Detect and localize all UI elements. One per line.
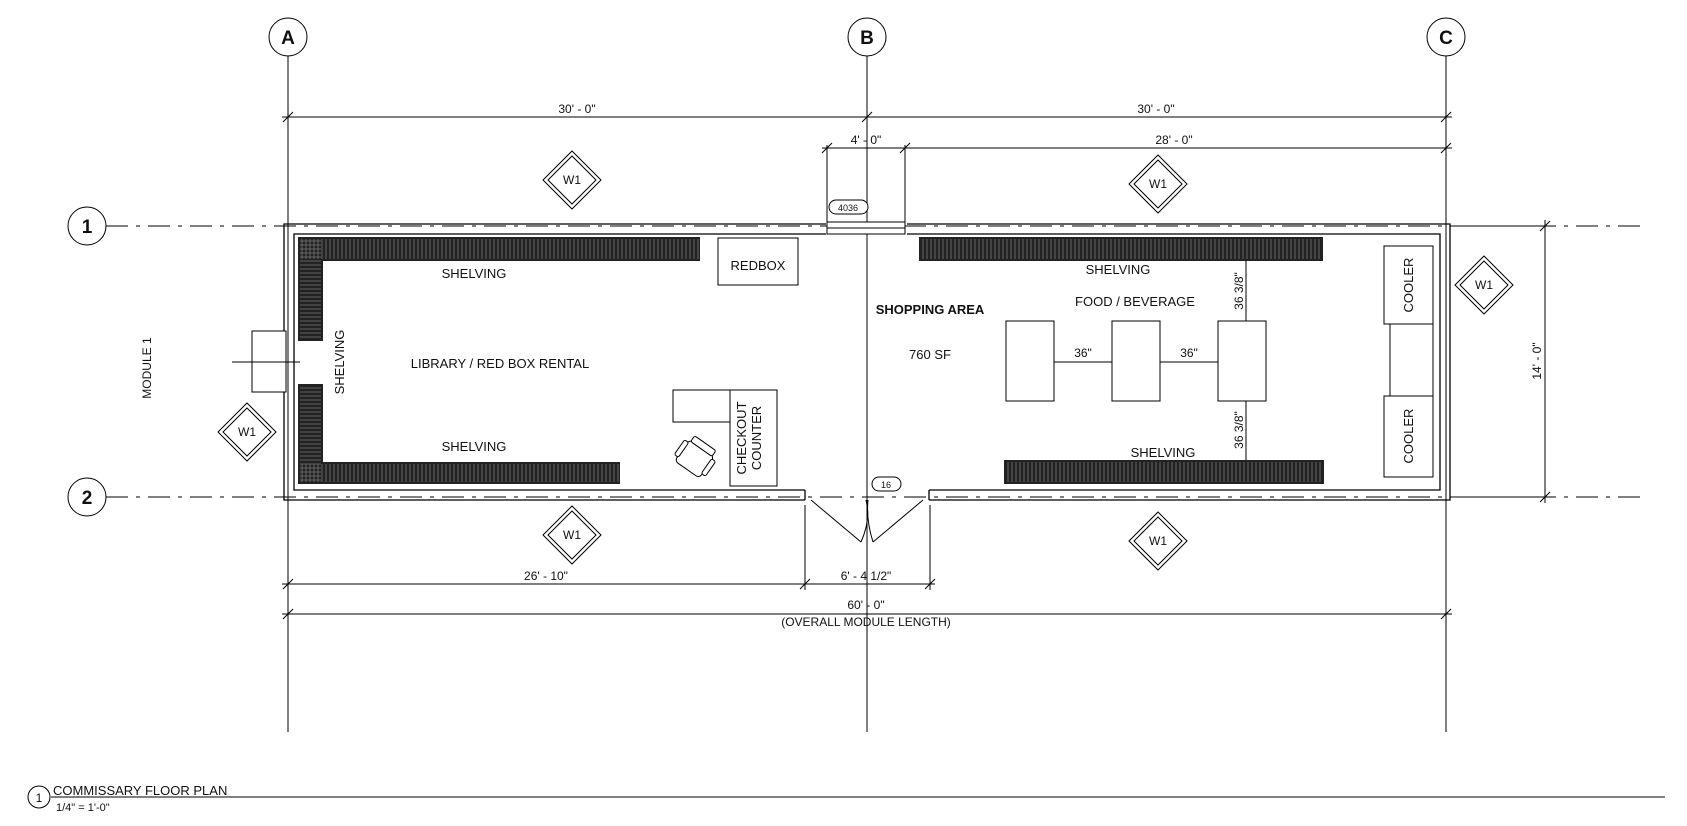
- svg-text:COUNTER: COUNTER: [749, 406, 764, 470]
- dim-bottom-left: 26' - 10": [524, 569, 568, 583]
- aisle-dimension-2: 36": [1160, 346, 1218, 363]
- cooler-lower: COOLER: [1383, 395, 1434, 478]
- svg-text:36 3/8": 36 3/8": [1232, 411, 1246, 449]
- svg-text:36": 36": [1180, 346, 1198, 360]
- svg-text:B: B: [860, 28, 874, 49]
- grid-bubble-1: 1: [67, 206, 107, 246]
- redbox-kiosk: REDBOX: [717, 237, 799, 286]
- room-label-library: LIBRARY / RED BOX RENTAL: [411, 356, 589, 371]
- svg-text:16: 16: [881, 480, 891, 490]
- grid-bubble-a: A: [268, 17, 308, 57]
- svg-text:CHECKOUT: CHECKOUT: [734, 401, 749, 474]
- shelving-top-left: [298, 237, 700, 261]
- dim-top-left: 30' - 0": [558, 102, 595, 116]
- svg-text:COOLER: COOLER: [1401, 258, 1416, 313]
- svg-text:4036: 4036: [838, 203, 858, 213]
- dim-door-bottom: 6' - 4 1/2": [841, 569, 892, 583]
- window-tag-bottom-left: W1: [542, 505, 602, 565]
- svg-text:1: 1: [82, 217, 93, 238]
- shelving-group: [298, 237, 1324, 484]
- title-block: 1 COMMISSARY FLOOR PLAN 1/4" = 1'-0": [27, 783, 1665, 814]
- dim-overall: 60' - 0": [847, 598, 884, 612]
- shelving-label-left: SHELVING: [332, 330, 347, 395]
- shelving-top-right: [919, 237, 1323, 261]
- svg-text:W1: W1: [1475, 278, 1493, 292]
- shelving-label-bottom-right: SHELVING: [1131, 445, 1196, 460]
- dimension-bottom-segments: 26' - 10" 6' - 4 1/2": [282, 505, 936, 590]
- title-text: COMMISSARY FLOOR PLAN: [53, 783, 227, 798]
- title-number: 1: [36, 791, 43, 805]
- window-tag-left: W1: [217, 402, 277, 462]
- left-side-opening: [232, 330, 300, 393]
- svg-text:2: 2: [82, 488, 93, 509]
- dimension-top-overall: 30' - 0" 30' - 0": [282, 102, 1452, 123]
- display-gondola-2: [1111, 320, 1161, 402]
- room-area: 760 SF: [909, 347, 951, 362]
- grid-bubble-b: B: [847, 17, 887, 57]
- window-tag-top-left: W1: [542, 150, 602, 210]
- checkout-counter: CHECKOUT COUNTER: [672, 389, 778, 487]
- window-tag-top-right: W1: [1128, 154, 1188, 214]
- module-label: MODULE 1: [140, 337, 154, 399]
- cooler-upper: COOLER: [1383, 245, 1434, 325]
- svg-text:C: C: [1439, 28, 1453, 49]
- window-tag-right: W1: [1454, 255, 1514, 315]
- svg-text:W1: W1: [1149, 177, 1167, 191]
- aisle-dimension-1: 36": [1054, 346, 1112, 363]
- svg-text:W1: W1: [238, 425, 256, 439]
- chair-icon: [674, 436, 716, 478]
- top-door: [826, 221, 906, 235]
- dimension-height: 14' - 0": [1452, 220, 1552, 503]
- clearance-dimension-upper: 36 3/8": [1232, 261, 1247, 321]
- svg-text:W1: W1: [563, 173, 581, 187]
- display-gondola-1: [1005, 320, 1055, 402]
- shelving-label-top-left: SHELVING: [442, 266, 507, 281]
- svg-text:COOLER: COOLER: [1401, 409, 1416, 464]
- room-label-shopping: SHOPPING AREA: [876, 302, 985, 317]
- cooler-gap: [1389, 323, 1434, 397]
- shelving-label-top-right: SHELVING: [1086, 262, 1151, 277]
- dimension-top-door: 4' - 0" 28' - 0": [821, 133, 1452, 222]
- shelving-label-bottom-left: SHELVING: [442, 439, 507, 454]
- grid-bubble-2: 2: [67, 477, 107, 517]
- svg-text:W1: W1: [1149, 534, 1167, 548]
- dimension-overall: 60' - 0" (OVERALL MODULE LENGTH): [282, 598, 1452, 629]
- shelving-bottom-left: [298, 462, 620, 484]
- entry-double-door: [810, 499, 924, 543]
- dim-top-right: 30' - 0": [1137, 102, 1174, 116]
- title-scale: 1/4" = 1'-0": [56, 802, 110, 814]
- svg-text:A: A: [281, 28, 295, 49]
- clearance-dimension-lower: 36 3/8": [1232, 401, 1247, 460]
- window-tag-bottom-right: W1: [1128, 511, 1188, 571]
- dim-door-top: 4' - 0": [851, 133, 882, 147]
- dim-right-segment: 28' - 0": [1155, 133, 1192, 147]
- dim-overall-note: (OVERALL MODULE LENGTH): [781, 615, 951, 629]
- svg-text:36": 36": [1074, 346, 1092, 360]
- room-label-food: FOOD / BEVERAGE: [1075, 294, 1195, 309]
- door-tag-bottom: 16: [871, 476, 902, 492]
- door-tag-top: 4036: [828, 199, 869, 215]
- svg-text:W1: W1: [563, 528, 581, 542]
- grid-bubble-c: C: [1426, 17, 1466, 57]
- dim-height-label: 14' - 0": [1530, 342, 1544, 379]
- svg-text:REDBOX: REDBOX: [731, 258, 786, 273]
- svg-text:36 3/8": 36 3/8": [1232, 272, 1246, 310]
- display-gondola-3: [1217, 320, 1267, 402]
